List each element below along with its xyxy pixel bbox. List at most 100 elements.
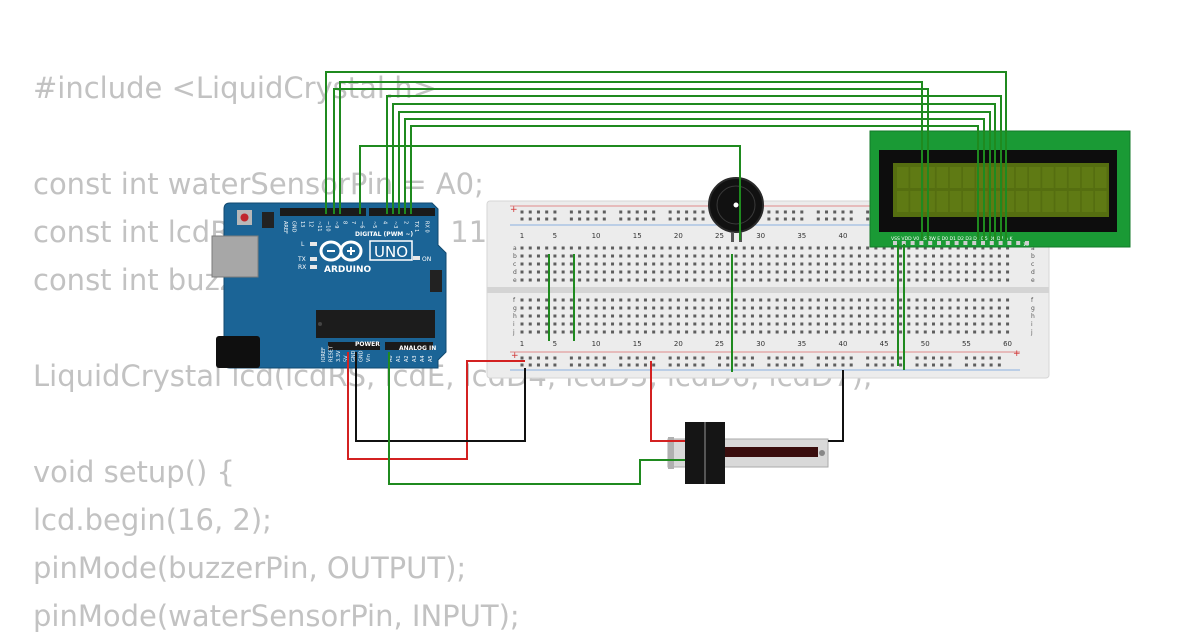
breadboard-hole (792, 217, 796, 221)
breadboard-row-letter: a (513, 245, 517, 252)
breadboard-hole (940, 254, 944, 258)
breadboard-hole (701, 330, 705, 334)
breadboard-hole (520, 322, 524, 326)
breadboard-hole (841, 254, 845, 258)
breadboard-hole (520, 356, 524, 360)
breadboard-hole (726, 356, 730, 360)
breadboard-row-letter: a (1031, 245, 1035, 252)
breadboard-hole (808, 270, 812, 274)
breadboard-hole (602, 356, 606, 360)
breadboard-hole (643, 254, 647, 258)
breadboard-hole (578, 322, 582, 326)
breadboard-hole (594, 314, 598, 318)
breadboard-hole (882, 298, 886, 302)
breadboard-hole (792, 322, 796, 326)
breadboard-column-number: 20 (674, 232, 683, 240)
breadboard-column-number: 20 (674, 340, 683, 348)
breadboard-hole (997, 314, 1001, 318)
breadboard-hole (586, 278, 590, 282)
breadboard-hole (709, 270, 713, 274)
breadboard-hole (676, 210, 680, 214)
lcd-cell (963, 167, 975, 188)
breadboard-hole (619, 363, 623, 367)
breadboard-hole (652, 363, 656, 367)
breadboard-hole (652, 298, 656, 302)
breadboard-hole (611, 322, 615, 326)
wire-black-gnd (355, 352, 526, 442)
breadboard-hole (602, 262, 606, 266)
breadboard-hole (767, 306, 771, 310)
breadboard-hole (915, 254, 919, 258)
digital-pin-label: AREF (282, 221, 288, 234)
breadboard-hole (973, 356, 977, 360)
led-on (413, 256, 420, 260)
breadboard-hole (726, 330, 730, 334)
breadboard-hole (833, 278, 837, 282)
breadboard-hole (561, 278, 565, 282)
lcd-pin (937, 241, 941, 245)
breadboard-hole (767, 246, 771, 250)
breadboard-hole (948, 278, 952, 282)
breadboard-hole (866, 322, 870, 326)
breadboard-hole (989, 314, 993, 318)
breadboard-column-number: 45 (880, 340, 889, 348)
breadboard-hole (668, 314, 672, 318)
breadboard-hole (561, 262, 565, 266)
breadboard-hole (726, 270, 730, 274)
breadboard-hole (701, 262, 705, 266)
breadboard-hole (578, 270, 582, 274)
breadboard-hole (833, 314, 837, 318)
breadboard-hole (685, 254, 689, 258)
breadboard-hole (775, 314, 779, 318)
breadboard-hole (882, 270, 886, 274)
breadboard-hole (890, 254, 894, 258)
breadboard-hole (825, 254, 829, 258)
breadboard-hole (866, 306, 870, 310)
breadboard-hole (528, 217, 532, 221)
breadboard-hole (866, 217, 870, 221)
breadboard-hole (783, 363, 787, 367)
breadboard-hole (520, 330, 524, 334)
breadboard-hole (956, 278, 960, 282)
breadboard-hole (833, 270, 837, 274)
breadboard-hole (685, 356, 689, 360)
breadboard-hole (783, 246, 787, 250)
lcd-pin (901, 241, 906, 245)
breadboard-hole (841, 356, 845, 360)
breadboard-hole (981, 298, 985, 302)
digital-label: DIGITAL (PWM ~) (355, 231, 413, 238)
breadboard-hole (553, 246, 557, 250)
breadboard-hole (973, 298, 977, 302)
breadboard-hole (578, 246, 582, 250)
breadboard-hole (849, 330, 853, 334)
breadboard-hole (578, 298, 582, 302)
breadboard-hole (866, 262, 870, 266)
breadboard-hole (759, 298, 763, 302)
breadboard-hole (602, 298, 606, 302)
breadboard-hole (668, 330, 672, 334)
breadboard-hole (997, 306, 1001, 310)
digital-pin-label: GND (291, 221, 297, 233)
breadboard-hole (726, 262, 730, 266)
breadboard-hole (528, 298, 532, 302)
breadboard-hole (849, 363, 853, 367)
breadboard-hole (750, 363, 754, 367)
breadboard-hole (915, 322, 919, 326)
breadboard-hole (767, 330, 771, 334)
lcd-cell (1042, 167, 1054, 188)
breadboard-hole (660, 330, 664, 334)
breadboard-hole (759, 246, 763, 250)
breadboard-hole (825, 314, 829, 318)
breadboard-hole (849, 246, 853, 250)
breadboard-hole (734, 270, 738, 274)
breadboard-hole (594, 363, 598, 367)
breadboard-hole (973, 262, 977, 266)
breadboard-hole (553, 254, 557, 258)
breadboard-hole (915, 270, 919, 274)
breadboard-hole (660, 322, 664, 326)
breadboard-hole (948, 262, 952, 266)
breadboard-hole (857, 254, 861, 258)
breadboard-hole (578, 356, 582, 360)
breadboard-hole (627, 330, 631, 334)
breadboard-hole (693, 356, 697, 360)
